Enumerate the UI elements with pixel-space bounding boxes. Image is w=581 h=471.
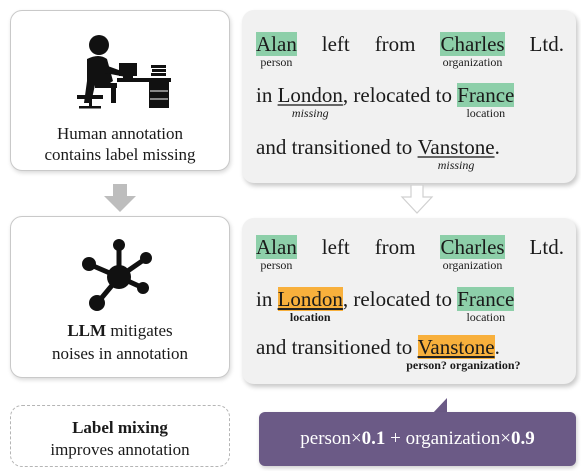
entity-tag: person: [260, 55, 293, 69]
caption-line-1: Label mixing: [11, 417, 229, 438]
word: Ltd.: [529, 32, 564, 56]
human-annotation-box: Human annotation contains label missing: [10, 10, 230, 171]
times-sign: ×: [350, 428, 362, 449]
entity-tag: organization: [442, 55, 503, 69]
text-span: , relocated to: [342, 83, 458, 107]
entity-tag: location: [289, 310, 331, 324]
callout-pointer: [432, 398, 447, 414]
entity-text: Charles: [440, 235, 505, 259]
text-span: and transitioned to: [256, 135, 418, 159]
word: from: [374, 235, 416, 259]
entity-tag: organization: [442, 258, 503, 272]
label-mixing-formula: person×0.1 + organization×0.9: [259, 412, 576, 466]
text-span: .: [494, 335, 500, 359]
text-span: and transitioned to: [256, 335, 418, 359]
caption-rest: mitigates: [106, 321, 173, 340]
word: left: [321, 235, 350, 259]
label-mixing-box: Label mixing improves annotation: [10, 405, 230, 467]
entity-tag: missing: [437, 158, 475, 172]
caption-line-2: contains label missing: [44, 145, 196, 164]
word: left: [321, 32, 350, 56]
formula-weight-2: 0.9: [510, 428, 535, 449]
entity-text: France: [457, 287, 515, 311]
entity-text: Vanstone: [417, 335, 495, 359]
word: in: [256, 287, 278, 311]
person-at-desk-icon: [77, 35, 171, 109]
entity-text: Alan: [256, 32, 297, 56]
caption-line-2: improves annotation: [50, 440, 190, 459]
entity-text: Alan: [256, 235, 297, 259]
word: Ltd.: [529, 235, 564, 259]
caption-line-2: noises in annotation: [52, 344, 188, 363]
text-span: .: [494, 135, 500, 159]
entity-tag: location: [466, 106, 506, 120]
caption-line-1: Human annotation: [56, 124, 184, 143]
entity-text: London: [277, 287, 343, 311]
down-arrow-icon: [400, 185, 434, 214]
times-sign: ×: [500, 428, 511, 449]
entity-tag: location: [466, 310, 506, 324]
caption-bold: Label mixing: [72, 418, 168, 437]
caption-bold: LLM: [67, 321, 107, 340]
entity-text: Charles: [440, 32, 505, 56]
formula-weight-1: 0.1: [361, 428, 386, 449]
word: from: [374, 32, 416, 56]
entity-tag: missing: [291, 106, 329, 120]
caption-line-1: LLM mitigates: [11, 320, 229, 341]
down-arrow-icon: [104, 184, 136, 212]
text-span: , relocated to: [342, 287, 458, 311]
entity-text: Vanstone: [417, 135, 495, 159]
entity-text: France: [457, 83, 515, 107]
entity-text: London: [277, 83, 343, 107]
entity-tag: person? organization?: [406, 358, 521, 372]
word: in: [256, 83, 278, 107]
formula-term-2: organization: [405, 428, 501, 449]
plus-sign: +: [385, 428, 406, 449]
network-node-icon: [82, 239, 152, 311]
llm-box: LLM mitigates noises in annotation: [10, 216, 230, 378]
entity-tag: person: [260, 258, 293, 272]
formula-term-1: person: [300, 428, 351, 449]
